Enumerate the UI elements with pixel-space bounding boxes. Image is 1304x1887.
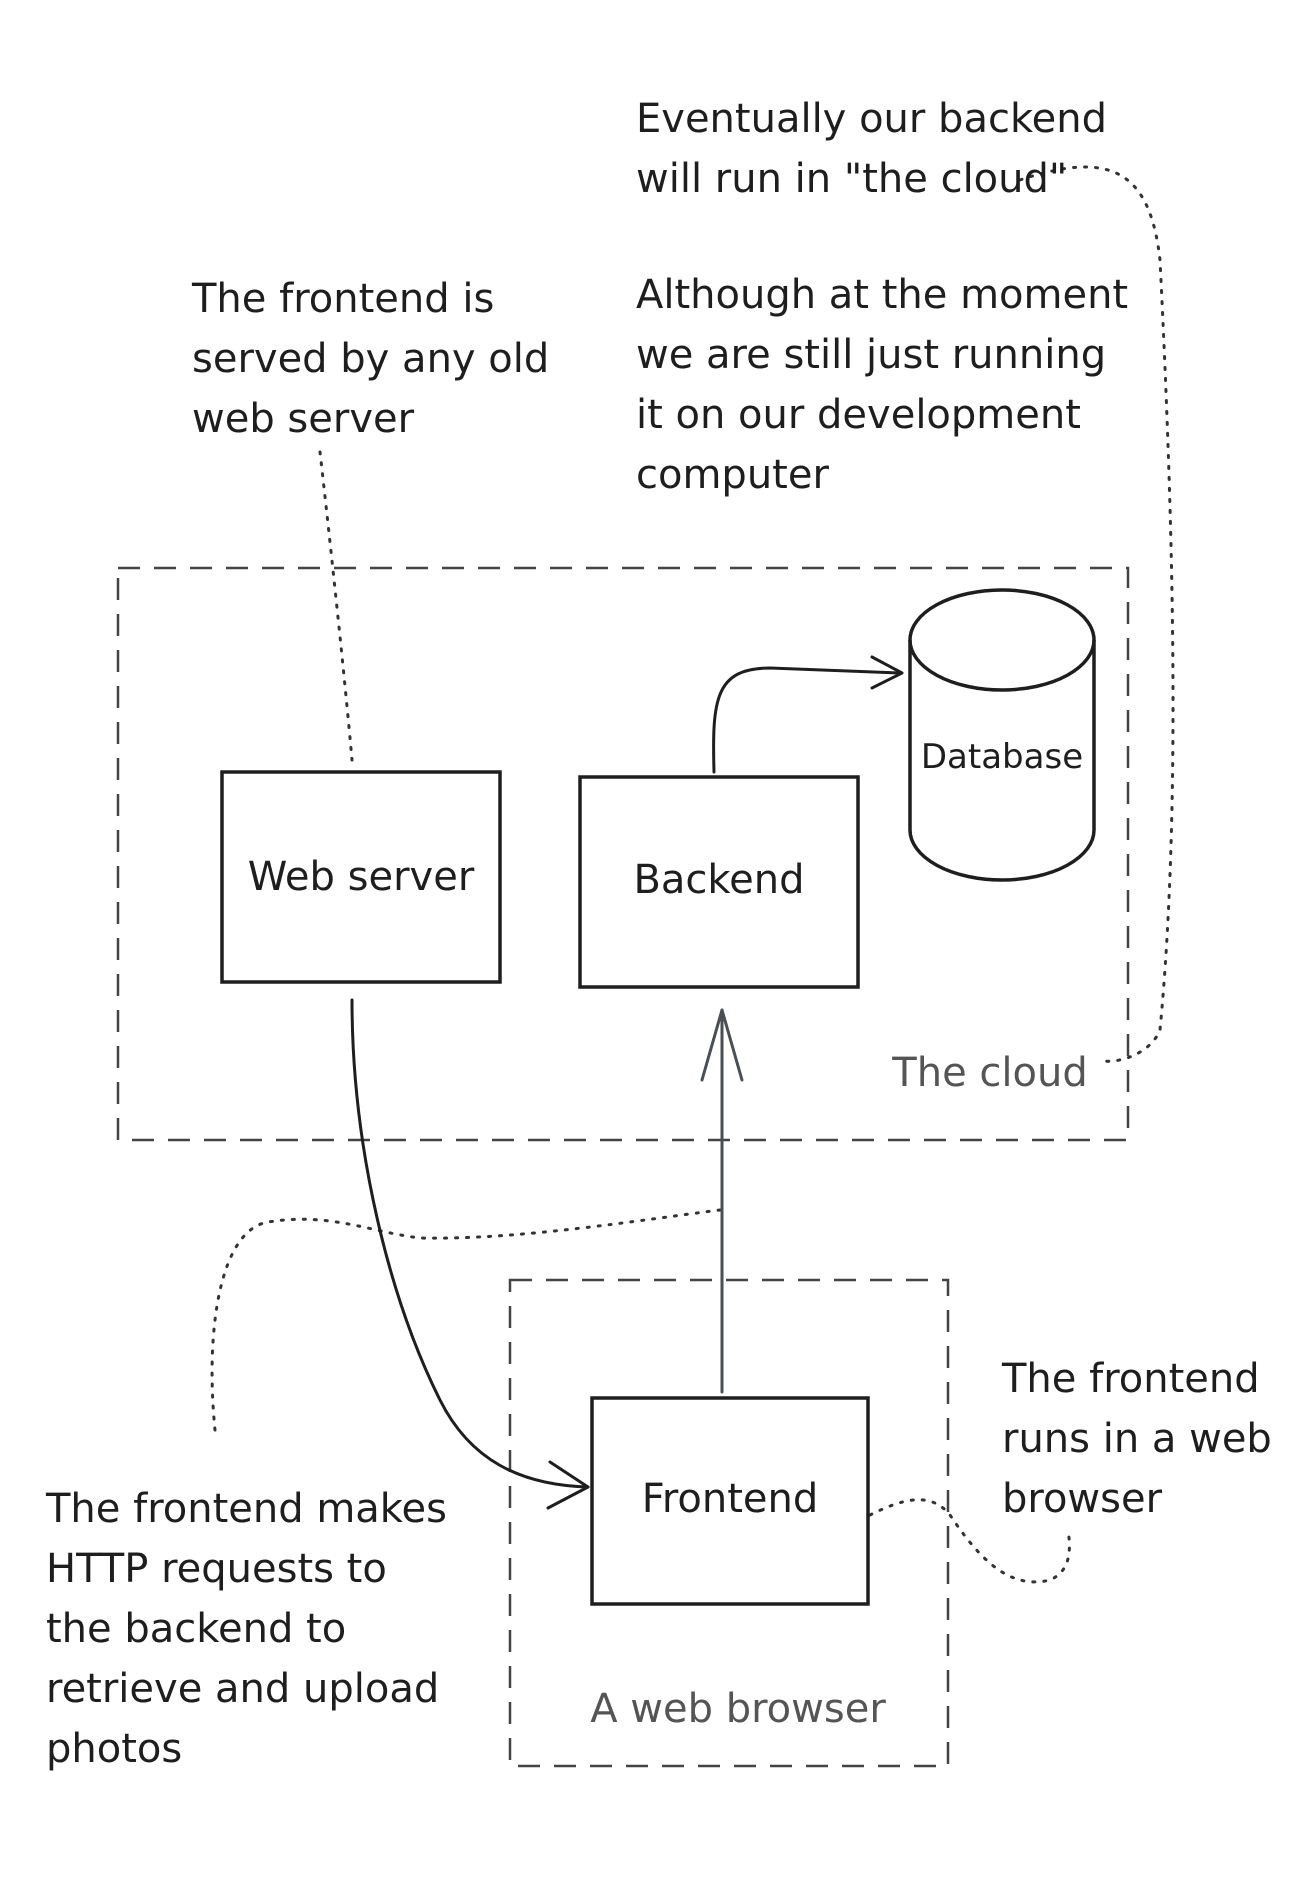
backend-label: Backend	[633, 857, 804, 903]
webserver-note-leader	[318, 450, 354, 762]
browser-note: The frontend runs in a web browser	[1001, 1356, 1285, 1522]
webserver-to-frontend-arrow	[350, 998, 590, 1489]
cloud-group-border	[116, 566, 1130, 1142]
frontend-to-backend-arrowhead	[700, 1008, 744, 1082]
webserver-note: The frontend is served by any old web se…	[191, 276, 562, 442]
database-label: Database	[921, 737, 1083, 777]
webserver-to-frontend-arrowhead	[546, 1460, 590, 1510]
cloud-eventually-note: Eventually our backend will run in "the …	[636, 96, 1120, 202]
database-cylinder	[908, 588, 1096, 882]
backend-box	[578, 775, 860, 989]
cloud-although-note: Although at the moment we are still just…	[636, 272, 1141, 498]
backend-to-database-arrow	[712, 666, 902, 774]
frontend-box	[590, 1396, 870, 1606]
frontend-label: Frontend	[642, 1476, 819, 1522]
http-note-leader	[210, 1208, 722, 1432]
browser-group-label: A web browser	[590, 1686, 886, 1732]
web-server-box	[220, 770, 502, 984]
browser-group-border	[508, 1278, 950, 1768]
cloud-group-label: The cloud	[891, 1050, 1087, 1096]
browser-note-leader	[868, 1498, 1071, 1584]
cloud-note-leader	[1018, 165, 1175, 1063]
http-note: The frontend makes HTTP requests to the …	[45, 1486, 460, 1772]
web-server-label: Web server	[248, 854, 475, 900]
backend-to-database-arrowhead	[870, 655, 904, 690]
